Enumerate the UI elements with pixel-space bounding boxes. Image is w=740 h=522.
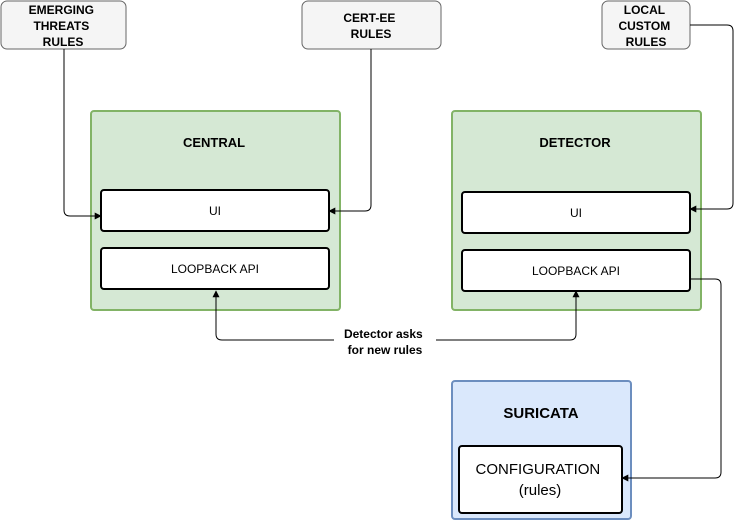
edge-certee-to-central-ui bbox=[328, 49, 372, 215]
local-custom-line-2: CUSTOM bbox=[618, 19, 670, 33]
central-ui-label: UI bbox=[209, 204, 221, 218]
edge-detector-api-to-config bbox=[621, 278, 722, 482]
cert-ee-source[interactable] bbox=[301, 0, 442, 50]
detector-ui-box[interactable] bbox=[461, 191, 691, 234]
emerging-threats-line-1: EMERGING bbox=[29, 3, 94, 17]
cert-ee-label: CERT-EE RULES bbox=[343, 11, 398, 41]
local-custom-line-1: LOCAL bbox=[624, 3, 665, 17]
emerging-threats-line-2: THREATS bbox=[33, 19, 89, 33]
link-caption-bg bbox=[334, 325, 436, 359]
cert-ee-line-1: CERT-EE bbox=[343, 11, 395, 25]
central-title: CENTRAL bbox=[183, 135, 245, 150]
central-api-label: LOOPBACK API bbox=[171, 262, 259, 276]
suricata-config-label: CONFIGURATION (rules) bbox=[476, 461, 605, 499]
detector-title: DETECTOR bbox=[539, 135, 611, 150]
emerging-threats-line-3: RULES bbox=[43, 35, 84, 49]
emerging-threats-label: EMERGING THREATS RULES bbox=[29, 3, 98, 49]
local-custom-label: LOCAL CUSTOM RULES bbox=[618, 3, 673, 49]
detector-api-label: LOOPBACK API bbox=[532, 264, 620, 278]
link-caption-line-2: for new rules bbox=[348, 343, 423, 357]
cert-ee-line-2: RULES bbox=[351, 27, 392, 41]
edge-emerging-to-central-ui bbox=[63, 49, 102, 220]
suricata-config-line-1: CONFIGURATION bbox=[476, 461, 601, 478]
local-custom-line-3: RULES bbox=[626, 35, 667, 49]
edge-local-to-detector-ui bbox=[689, 24, 734, 213]
suricata-config-box[interactable] bbox=[458, 445, 623, 514]
link-caption: Detector asks for new rules bbox=[344, 327, 426, 357]
suricata-config-line-2: (rules) bbox=[519, 482, 562, 499]
link-caption-line-1: Detector asks bbox=[344, 327, 423, 341]
suricata-title: SURICATA bbox=[503, 405, 578, 422]
central-api-box[interactable] bbox=[100, 247, 330, 290]
detector-ui-label: UI bbox=[570, 206, 582, 220]
